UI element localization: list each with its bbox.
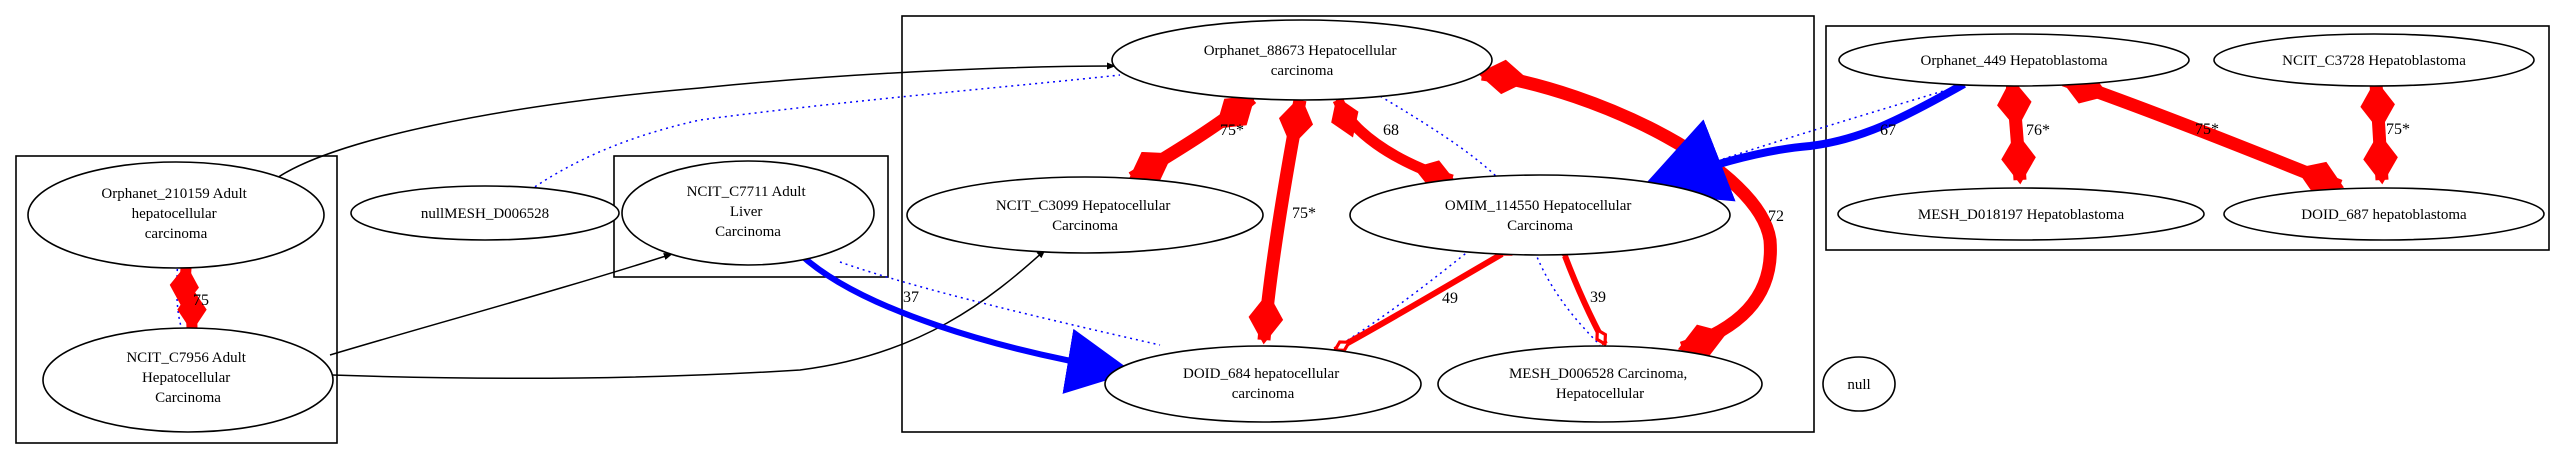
node-omim-114550: OMIM_114550 Hepatocellular Carcinoma — [1349, 174, 1731, 256]
edge-red-orphanet449-mesh018197 — [1997, 77, 2036, 185]
edge-orphanet210159-orphanet88673 — [273, 62, 1116, 181]
node-orphanet-449: Orphanet_449 Hepatoblastoma — [1838, 33, 2190, 87]
edge-label-37: 37 — [903, 289, 919, 306]
edge-label-75star-ncitc3728: 75* — [2386, 121, 2410, 138]
cluster-hepatocellular-carcinoma — [901, 15, 1815, 433]
svg-text:null: null — [1847, 377, 1870, 393]
node-doid-684: DOID_684 hepatocellular carcinoma — [1104, 345, 1422, 423]
node-nullmesh-d006528: nullMESH_D006528 — [350, 185, 620, 241]
svg-text:NCIT_C3728 Hepatoblastoma: NCIT_C3728 Hepatoblastoma — [2282, 53, 2466, 69]
node-doid-687: DOID_687 hepatoblastoma — [2223, 187, 2545, 241]
svg-text:NCIT_C7711 Adult Liver: NCIT_C7711 Adult Liver Carcinoma — [687, 184, 810, 240]
svg-text:Orphanet_449 Hepatoblastoma: Orphanet_449 Hepatoblastoma — [1920, 53, 2107, 69]
node-ncit-c7711: NCIT_C7711 Adult Liver Carcinoma — [621, 160, 875, 266]
edge-label-49: 49 — [1442, 290, 1458, 307]
edge-red-omim114550-mesh — [1565, 256, 1608, 344]
edge-red-orphanet88673-doid684 — [1248, 95, 1314, 345]
node-ncit-c3728: NCIT_C3728 Hepatoblastoma — [2213, 33, 2535, 87]
edge-label-72: 72 — [1768, 208, 1784, 225]
edge-red-orphanet88673-omim114550 — [1331, 96, 1456, 189]
svg-text:OMIM_114550 Hepatocellular: OMIM_114550 Hepatocellular Carcinoma — [1445, 198, 1635, 234]
edge-label-75star-doid684: 75* — [1292, 205, 1316, 222]
svg-text:Orphanet_210159 Adult he: Orphanet_210159 Adult hepatocellular car… — [101, 186, 250, 242]
edge-ncitc7956-ncitc3099 — [331, 249, 1046, 380]
svg-text:MESH_D018197 Hepatoblastoma: MESH_D018197 Hepatoblastoma — [1918, 207, 2125, 223]
edge-dotted-orphanet449-omim114550 — [1719, 85, 1961, 161]
edge-red-orphanet88673-ncitc3099 — [1128, 93, 1257, 184]
node-ncit-c7956: NCIT_C7956 Adult Hepatocellular Carcinom… — [42, 327, 334, 433]
node-mesh-d006528: MESH_D006528 Carcinoma, Hepatocellular — [1437, 345, 1763, 423]
edge-red-omim114550-doid684 — [1335, 254, 1502, 353]
edge-red-orphanet449-doid687 — [2059, 70, 2345, 195]
edge-label-75-adult: 75 — [193, 292, 209, 309]
node-orphanet-210159: Orphanet_210159 Adult hepatocellular car… — [27, 161, 325, 269]
edge-ncitc7956-ncitc7711 — [329, 253, 673, 356]
svg-text:DOID_684 hepatocellular: DOID_684 hepatocellular carcinoma — [1183, 366, 1343, 402]
edge-blue-orphanet449-omim114550 — [1637, 80, 1966, 202]
node-null: null — [1822, 356, 1896, 412]
svg-text:MESH_D006528 Carcinoma,: MESH_D006528 Carcinoma, Hepatocellular — [1509, 366, 1691, 402]
node-orphanet-88673: Orphanet_88673 Hepatocellular carcinoma — [1111, 19, 1493, 101]
edge-label-39: 39 — [1590, 289, 1606, 306]
edge-label-76star: 76* — [2026, 122, 2050, 139]
cluster-adult-hcc — [15, 155, 338, 444]
svg-text:NCIT_C3099 Hepatocellular: NCIT_C3099 Hepatocellular Carcinoma — [996, 198, 1174, 234]
edge-red-orphanet210159-ncitc7956 — [169, 264, 207, 332]
edge-label-68: 68 — [1383, 122, 1399, 139]
cluster-hepatoblastoma — [1825, 25, 2550, 251]
svg-text:DOID_687 hepatoblastoma: DOID_687 hepatoblastoma — [2301, 207, 2467, 223]
svg-text:Orphanet_88673 Hepatocellular: Orphanet_88673 Hepatocellular carcinoma — [1204, 43, 1401, 79]
node-ncit-c3099: NCIT_C3099 Hepatocellular Carcinoma — [906, 176, 1264, 254]
edge-label-75star-doid687: 75* — [2195, 121, 2219, 138]
node-mesh-d018197: MESH_D018197 Hepatoblastoma — [1837, 187, 2205, 241]
edge-label-75star-ncitc3099: 75* — [1220, 122, 1244, 139]
edge-label-67: 67 — [1880, 122, 1896, 139]
edge-blue-ncitc7711-doid684 — [797, 251, 1134, 394]
edge-red-orphanet88673-mesh — [1477, 59, 1777, 358]
svg-text:NCIT_C7956 Adult Hepatoc: NCIT_C7956 Adult Hepatocellular Carcinom… — [126, 350, 249, 406]
svg-text:nullMESH_D006528: nullMESH_D006528 — [421, 206, 549, 222]
edge-red-ncitc3728-doid687 — [2360, 79, 2398, 185]
